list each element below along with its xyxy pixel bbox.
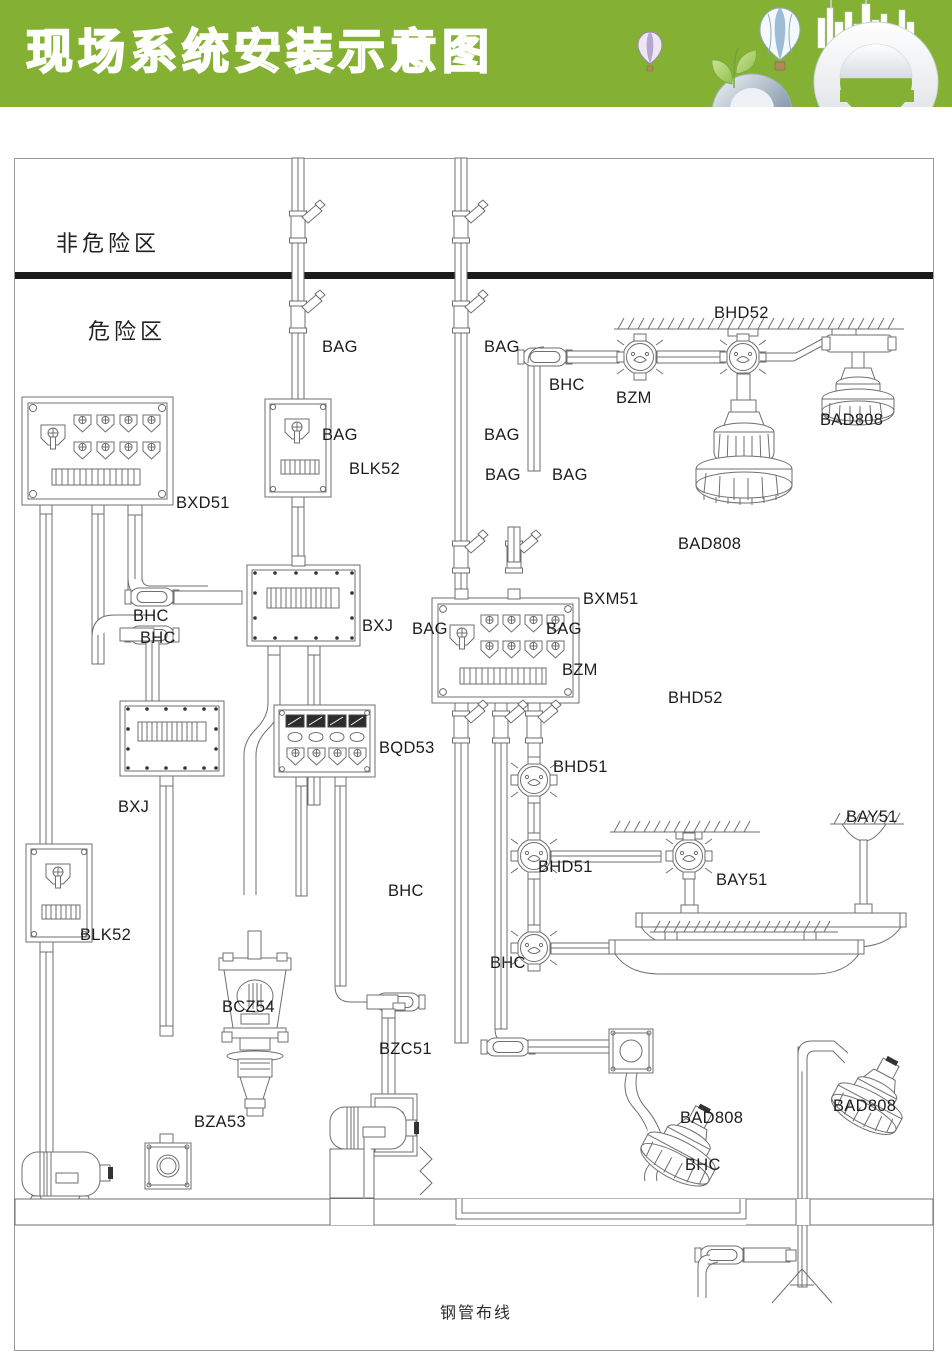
bhd51-to-bhd52-run <box>550 850 662 863</box>
installation-diagram: 非危险区 危险区 <box>0 107 952 1364</box>
bhc-elbow-2 <box>91 614 180 702</box>
hot-air-balloon-icon <box>759 7 801 71</box>
lamp-mount-box <box>608 1028 654 1074</box>
label-bqd53: BQD53 <box>379 739 435 757</box>
header-banner: 现场系统安装示意图 <box>0 0 952 107</box>
bqd53-downlines <box>295 785 347 987</box>
label-bay51-2: BAY51 <box>716 871 768 889</box>
zone-label-non-hazardous: 非危险区 <box>56 232 161 257</box>
label-bag-4: BAG <box>484 426 520 444</box>
motor-1 <box>21 1151 113 1205</box>
label-bza53: BZA53 <box>194 1113 246 1131</box>
diagram-frame <box>14 158 934 1351</box>
bad808-lamp-right <box>821 351 895 426</box>
bhc-elbow-1 <box>124 576 243 607</box>
label-bzm-1: BZM <box>616 389 652 407</box>
label-bag-3: BAG <box>322 426 358 444</box>
label-bhc-1: BHC <box>549 376 585 394</box>
label-bag-8: BAG <box>546 620 582 638</box>
label-bay51-1: BAY51 <box>846 808 898 826</box>
label-bhd52-2: BHD52 <box>668 689 723 707</box>
label-blk52-2: BLK52 <box>80 926 132 944</box>
label-bag-5: BAG <box>485 466 521 484</box>
bad808-lamp-lower-mid <box>640 1103 716 1187</box>
diagram-caption: 钢管布线 <box>439 1303 512 1322</box>
logo-letter-e-large <box>813 21 939 107</box>
diagram-linework <box>14 157 934 1304</box>
bzm-round-box-2 <box>510 756 558 804</box>
label-bhd51-2: BHD51 <box>538 858 593 876</box>
bxd51-panel <box>21 396 174 516</box>
label-blk52-1: BLK52 <box>349 460 401 478</box>
small-balloon-icon <box>637 31 663 72</box>
floor-band <box>14 1198 934 1226</box>
label-bag-2: BAG <box>484 338 520 356</box>
bxm51-panel <box>431 588 580 714</box>
bay51-pendant-stem-1 <box>680 878 699 914</box>
bxm51-downlines <box>454 742 541 1044</box>
blk52-box-upper <box>264 398 332 566</box>
bhc-elbow-3 <box>334 985 426 1012</box>
label-bhc-5: BHC <box>490 954 526 972</box>
bcz54-plug <box>218 930 292 1117</box>
label-bxd51: BXD51 <box>176 494 230 512</box>
leaf-icon-group <box>711 47 757 89</box>
logo-graphic <box>711 0 939 107</box>
label-bzc51: BZC51 <box>379 1040 432 1058</box>
label-bhc-2: BHC <box>133 607 169 625</box>
label-bag-6: BAG <box>552 466 588 484</box>
brand-logo <box>690 0 952 107</box>
label-bad808-1: BAD808 <box>820 411 884 429</box>
motor-2 <box>329 1106 433 1207</box>
lower-bhc-run <box>480 1028 611 1057</box>
bhd52-round-box-2 <box>665 832 713 880</box>
label-bhc-4: BHC <box>388 882 424 900</box>
label-bhd51-1: BHD51 <box>553 758 608 776</box>
ceiling-hatch-low <box>650 920 838 941</box>
label-bzm-2: BZM <box>562 661 598 679</box>
label-bhc-6: BHC <box>685 1156 721 1174</box>
label-bhd52-1: BHD52 <box>714 304 769 322</box>
bay51-fixture-2 <box>608 939 865 975</box>
upper-right-run <box>517 346 620 472</box>
label-bxm51: BXM51 <box>583 590 639 608</box>
blk52-box-lower <box>25 843 93 1153</box>
pole-mounted-lamp <box>694 1040 903 1304</box>
bhd51-to-bay51-run <box>550 942 616 955</box>
page-title: 现场系统安装示意图 <box>25 25 494 81</box>
bqd53-station <box>273 704 376 787</box>
label-bad808-3: BAD808 <box>833 1097 897 1115</box>
ceiling-hatch-top <box>614 317 904 337</box>
bzm-round-box-1 <box>616 333 664 381</box>
bhd52-to-bad808-run <box>760 334 897 362</box>
label-bxj-1: BXJ <box>362 617 394 635</box>
bxj-box-2 <box>119 700 225 1027</box>
label-bag-1: BAG <box>322 338 358 356</box>
bxd51-downlines <box>39 513 143 845</box>
label-bad808-2: BAD808 <box>678 535 742 553</box>
bad808-lamp-center <box>695 373 793 505</box>
label-bag-7: BAG <box>412 620 448 638</box>
label-bhc-3: BHC <box>140 629 176 647</box>
label-bad808-4: BAD808 <box>680 1109 744 1127</box>
zone-divider-line <box>15 272 933 279</box>
bza53-box <box>144 1025 192 1190</box>
zone-label-hazardous: 危险区 <box>88 320 167 345</box>
label-bxj-2: BXJ <box>118 798 150 816</box>
bhd52-round-box-1 <box>719 333 767 381</box>
label-bcz54: BCZ54 <box>222 998 275 1016</box>
bxj-box-1 <box>246 555 361 656</box>
ceiling-hook-right <box>830 812 904 914</box>
